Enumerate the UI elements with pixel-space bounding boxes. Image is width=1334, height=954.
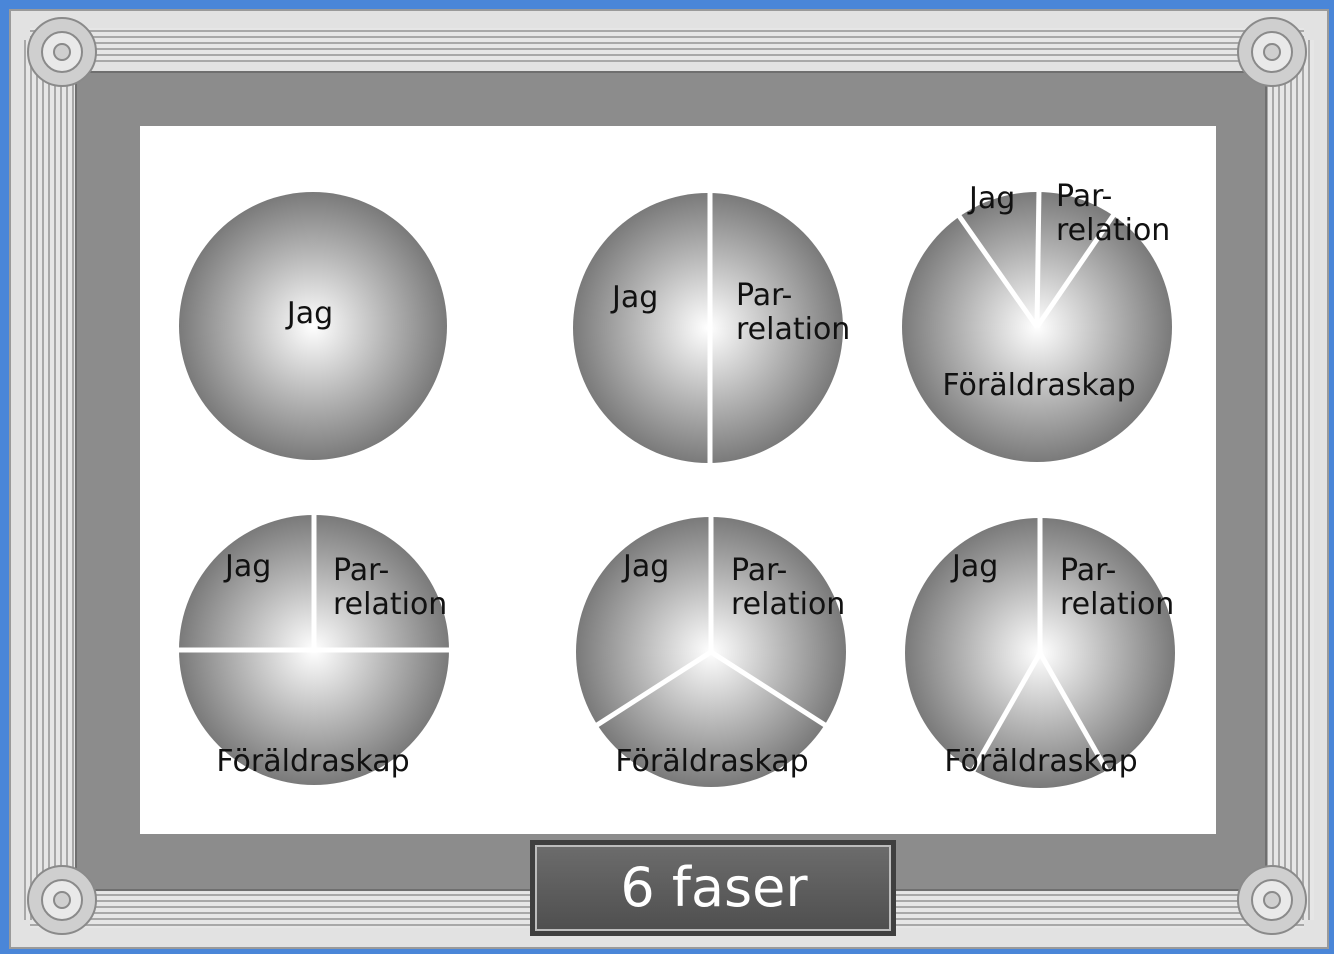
picture-frame bbox=[9, 9, 1329, 949]
label-foraldraskap: Föräldraskap bbox=[944, 744, 1137, 779]
divider-line bbox=[709, 649, 830, 730]
corner-ornament-icon bbox=[27, 17, 97, 87]
label-foraldraskap: Föräldraskap bbox=[942, 368, 1135, 403]
label-jag: Jag bbox=[285, 296, 333, 331]
frame-left-molding bbox=[24, 40, 76, 920]
page-title: 6 faser bbox=[620, 856, 808, 919]
divider-line bbox=[967, 651, 1043, 778]
label-jag: Jag bbox=[223, 549, 271, 584]
frame-right-molding bbox=[1262, 40, 1314, 920]
divider-line bbox=[954, 211, 1040, 329]
label-jag: Jag bbox=[621, 549, 669, 584]
frame-top-molding bbox=[30, 28, 1304, 62]
corner-ornament-icon bbox=[27, 865, 97, 935]
divider-line bbox=[1034, 208, 1120, 329]
label-par: Par- bbox=[333, 553, 389, 588]
label-par: Par- bbox=[1056, 179, 1112, 214]
label-jag: Jag bbox=[967, 181, 1015, 216]
plaque-face bbox=[535, 845, 891, 931]
phase-2-diagram: Jag Par- relation bbox=[573, 193, 850, 463]
label-par: Par- bbox=[731, 553, 787, 588]
label-relation: relation bbox=[1060, 587, 1174, 622]
label-relation: relation bbox=[1056, 213, 1170, 248]
label-par: Par- bbox=[736, 278, 792, 313]
label-foraldraskap: Föräldraskap bbox=[615, 744, 808, 779]
phase-6-diagram: Jag Par- relation Föräldraskap bbox=[905, 518, 1175, 788]
phase-1-circle bbox=[179, 192, 447, 460]
title-plaque: 6 faser bbox=[530, 840, 896, 936]
phase-1-diagram: Jag bbox=[179, 192, 447, 460]
label-jag: Jag bbox=[950, 549, 998, 584]
label-jag: Jag bbox=[610, 280, 658, 315]
phase-5-diagram: Jag Par- relation Föräldraskap bbox=[576, 517, 846, 787]
corner-ornament-icon bbox=[1237, 17, 1307, 87]
label-relation: relation bbox=[731, 587, 845, 622]
label-relation: relation bbox=[333, 587, 447, 622]
divider-line bbox=[592, 649, 713, 730]
label-relation: relation bbox=[736, 312, 850, 347]
divider-line bbox=[1037, 651, 1113, 778]
divider-line bbox=[1034, 187, 1042, 328]
label-par: Par- bbox=[1060, 553, 1116, 588]
corner-ornament-icon bbox=[1237, 865, 1307, 935]
label-foraldraskap: Föräldraskap bbox=[216, 744, 409, 779]
phase-4-diagram: Jag Par- relation Föräldraskap bbox=[179, 515, 449, 785]
phase-3-diagram: Jag Par- relation Föräldraskap bbox=[902, 179, 1172, 462]
